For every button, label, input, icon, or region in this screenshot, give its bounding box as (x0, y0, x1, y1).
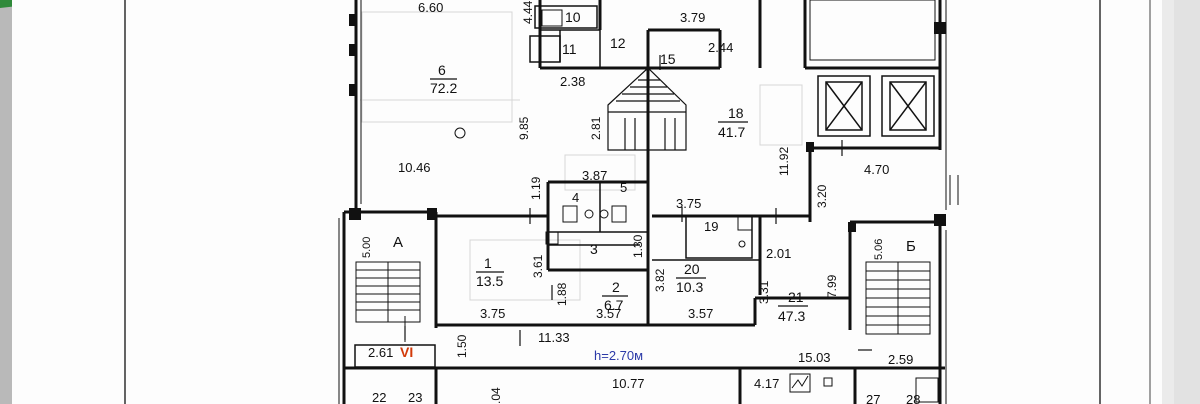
area-2: 6.7 (604, 297, 624, 313)
dim-2-38: 2.38 (560, 74, 585, 89)
dim-3-82: 3.82 (653, 268, 667, 292)
stair-a (355, 261, 421, 342)
dim-3-57-a: 3.57 (596, 306, 621, 321)
room-28: 28 (906, 392, 920, 404)
room-21: 21 (788, 289, 804, 305)
dim-1-30: 1.30 (631, 234, 645, 258)
central-stair (607, 55, 687, 151)
page-right-shadow (1162, 0, 1174, 404)
dim-04: .04 (489, 387, 503, 404)
dim-11-92: 11.92 (777, 147, 791, 176)
dim-4-44: 4.44 (521, 0, 535, 24)
dim-3-57-b: 3.57 (688, 306, 713, 321)
dim-3-75-top: 3.75 (676, 196, 701, 211)
dim-2-01: 2.01 (766, 246, 791, 261)
room-1: 1 (484, 255, 492, 271)
ceiling-height-note: h=2.70м (594, 348, 643, 363)
room-22: 22 (372, 390, 386, 404)
room-vi-label: VI (400, 344, 413, 360)
dim-1-88: 1.88 (555, 282, 569, 306)
room-6: 6 (438, 62, 446, 78)
paper (12, 0, 1162, 404)
room-15: 15 (660, 51, 676, 67)
room-20: 20 (684, 261, 700, 277)
dim-3-20: 3.20 (815, 184, 829, 208)
dim-3-87: 3.87 (582, 168, 607, 183)
room-2: 2 (612, 279, 620, 295)
dim-2-61: 2.61 (368, 345, 393, 360)
thin-walls (354, 5, 760, 368)
area-21: 47.3 (778, 308, 805, 324)
elevator-shafts (809, 0, 936, 137)
room-18: 18 (728, 105, 744, 121)
dim-2-81: 2.81 (589, 116, 603, 140)
dim-3-31: 3.31 (757, 280, 771, 304)
dim-9-85: 9.85 (517, 116, 531, 140)
plan-labels: 6.60 4.44 10 3.79 11 12 15 2.44 2.38 6 7… (361, 0, 920, 404)
room-23: 23 (408, 390, 422, 404)
area-20: 10.3 (676, 279, 703, 295)
stair-a-label: А (393, 234, 403, 251)
dim-3-75-left: 3.75 (480, 306, 505, 321)
room-4: 4 (572, 190, 579, 205)
dim-7-99: 7.99 (825, 274, 839, 298)
page-frame (124, 0, 1101, 404)
windows (338, 0, 959, 404)
area-18: 41.7 (718, 124, 745, 140)
dim-6-60: 6.60 (418, 0, 443, 15)
walls (342, 0, 945, 404)
room-12: 12 (610, 35, 626, 51)
dim-5-06: 5.06 (873, 239, 885, 260)
room-5: 5 (620, 180, 627, 195)
fixtures (454, 9, 939, 403)
dimension-ticks (404, 140, 872, 351)
dim-11-33: 11.33 (538, 330, 570, 345)
room-3: 3 (590, 241, 598, 257)
dim-10-77: 10.77 (612, 376, 645, 391)
dim-3-61: 3.61 (531, 254, 545, 278)
dim-10-46: 10.46 (398, 160, 431, 175)
stair-b (865, 261, 931, 335)
dim-15-03: 15.03 (798, 350, 831, 365)
room-19: 19 (704, 219, 718, 234)
dim-5-00: 5.00 (361, 237, 373, 258)
room-10: 10 (565, 9, 581, 25)
room-27: 27 (866, 392, 880, 404)
dim-4-70: 4.70 (864, 162, 889, 177)
stair-b-label: Б (906, 238, 916, 255)
dim-1-50: 1.50 (455, 334, 469, 358)
dim-2-59: 2.59 (888, 352, 913, 367)
area-1: 13.5 (476, 273, 503, 289)
area-6: 72.2 (430, 80, 457, 96)
dim-3-79: 3.79 (680, 10, 705, 25)
dim-4-17: 4.17 (754, 376, 779, 391)
wall-columns (349, 14, 946, 232)
dim-2-44: 2.44 (708, 40, 733, 55)
room-11: 11 (562, 41, 577, 57)
dim-1-19: 1.19 (529, 176, 543, 200)
